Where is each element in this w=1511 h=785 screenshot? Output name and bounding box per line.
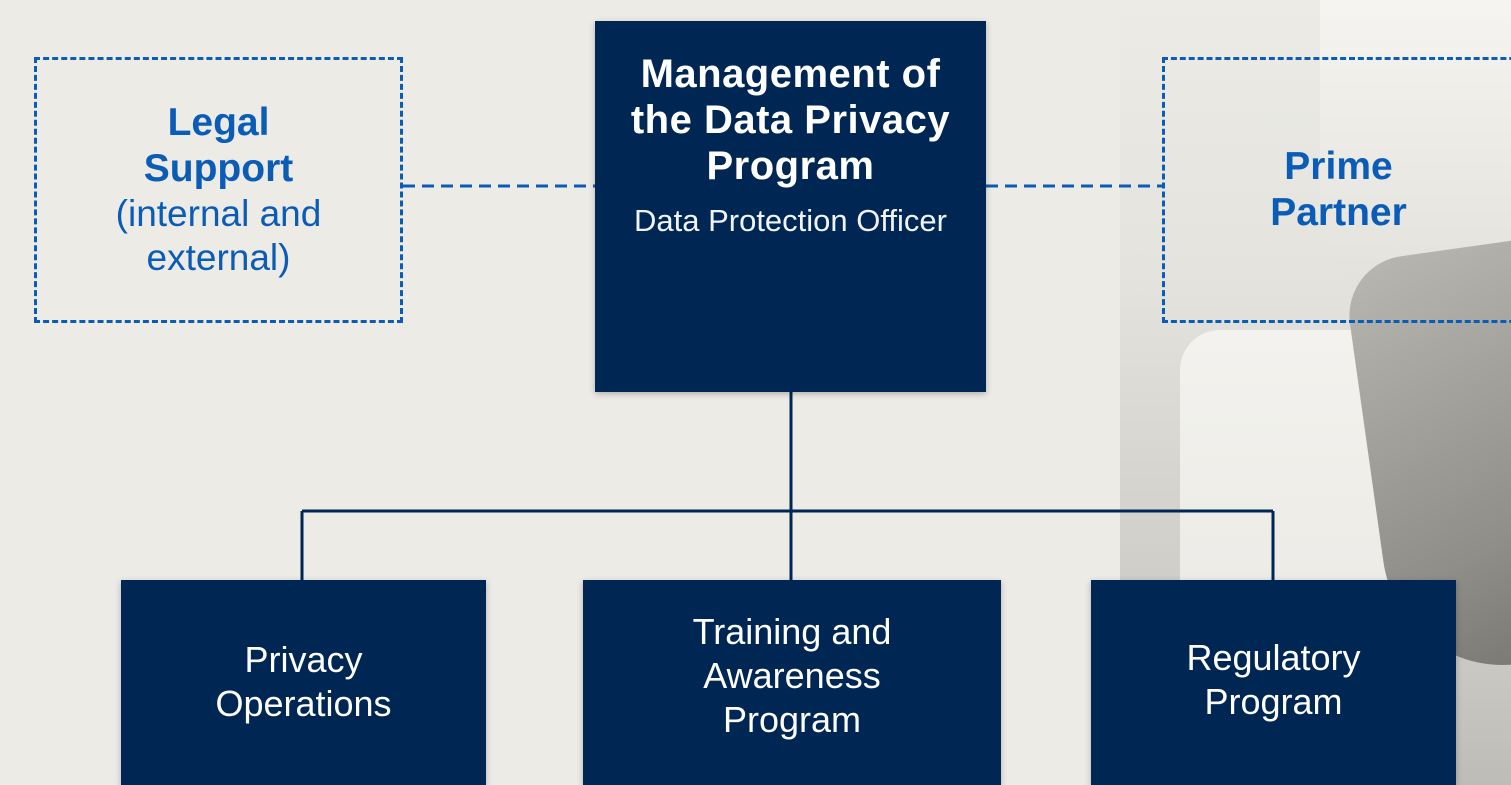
legal-support-title-line1: Legal — [167, 101, 270, 144]
legal-support-title-line2: Support — [143, 147, 294, 190]
main-program-subtitle: Data Protection Officer — [633, 203, 947, 238]
legal-support-box: Legal Support (internal and external) — [34, 57, 403, 323]
child-box-privacy-operations: Privacy Operations — [121, 580, 486, 785]
prime-partner-title-line1: Prime — [1284, 145, 1393, 188]
child-label-training-awareness: Training and Awareness Program — [692, 611, 892, 740]
legal-support-detail: (internal and external) — [115, 193, 322, 278]
prime-partner-box: Prime Partner — [1162, 57, 1511, 323]
child-label-privacy-operations: Privacy Operations — [215, 639, 392, 724]
main-program-title: Management of the Data Privacy Program — [630, 52, 951, 188]
child-box-regulatory-program: Regulatory Program — [1091, 580, 1456, 785]
child-box-training-awareness: Training and Awareness Program — [583, 580, 1001, 785]
main-program-box: Management of the Data Privacy Program D… — [595, 21, 986, 392]
prime-partner-title-line2: Partner — [1270, 191, 1407, 234]
child-label-regulatory-program: Regulatory Program — [1186, 637, 1361, 722]
